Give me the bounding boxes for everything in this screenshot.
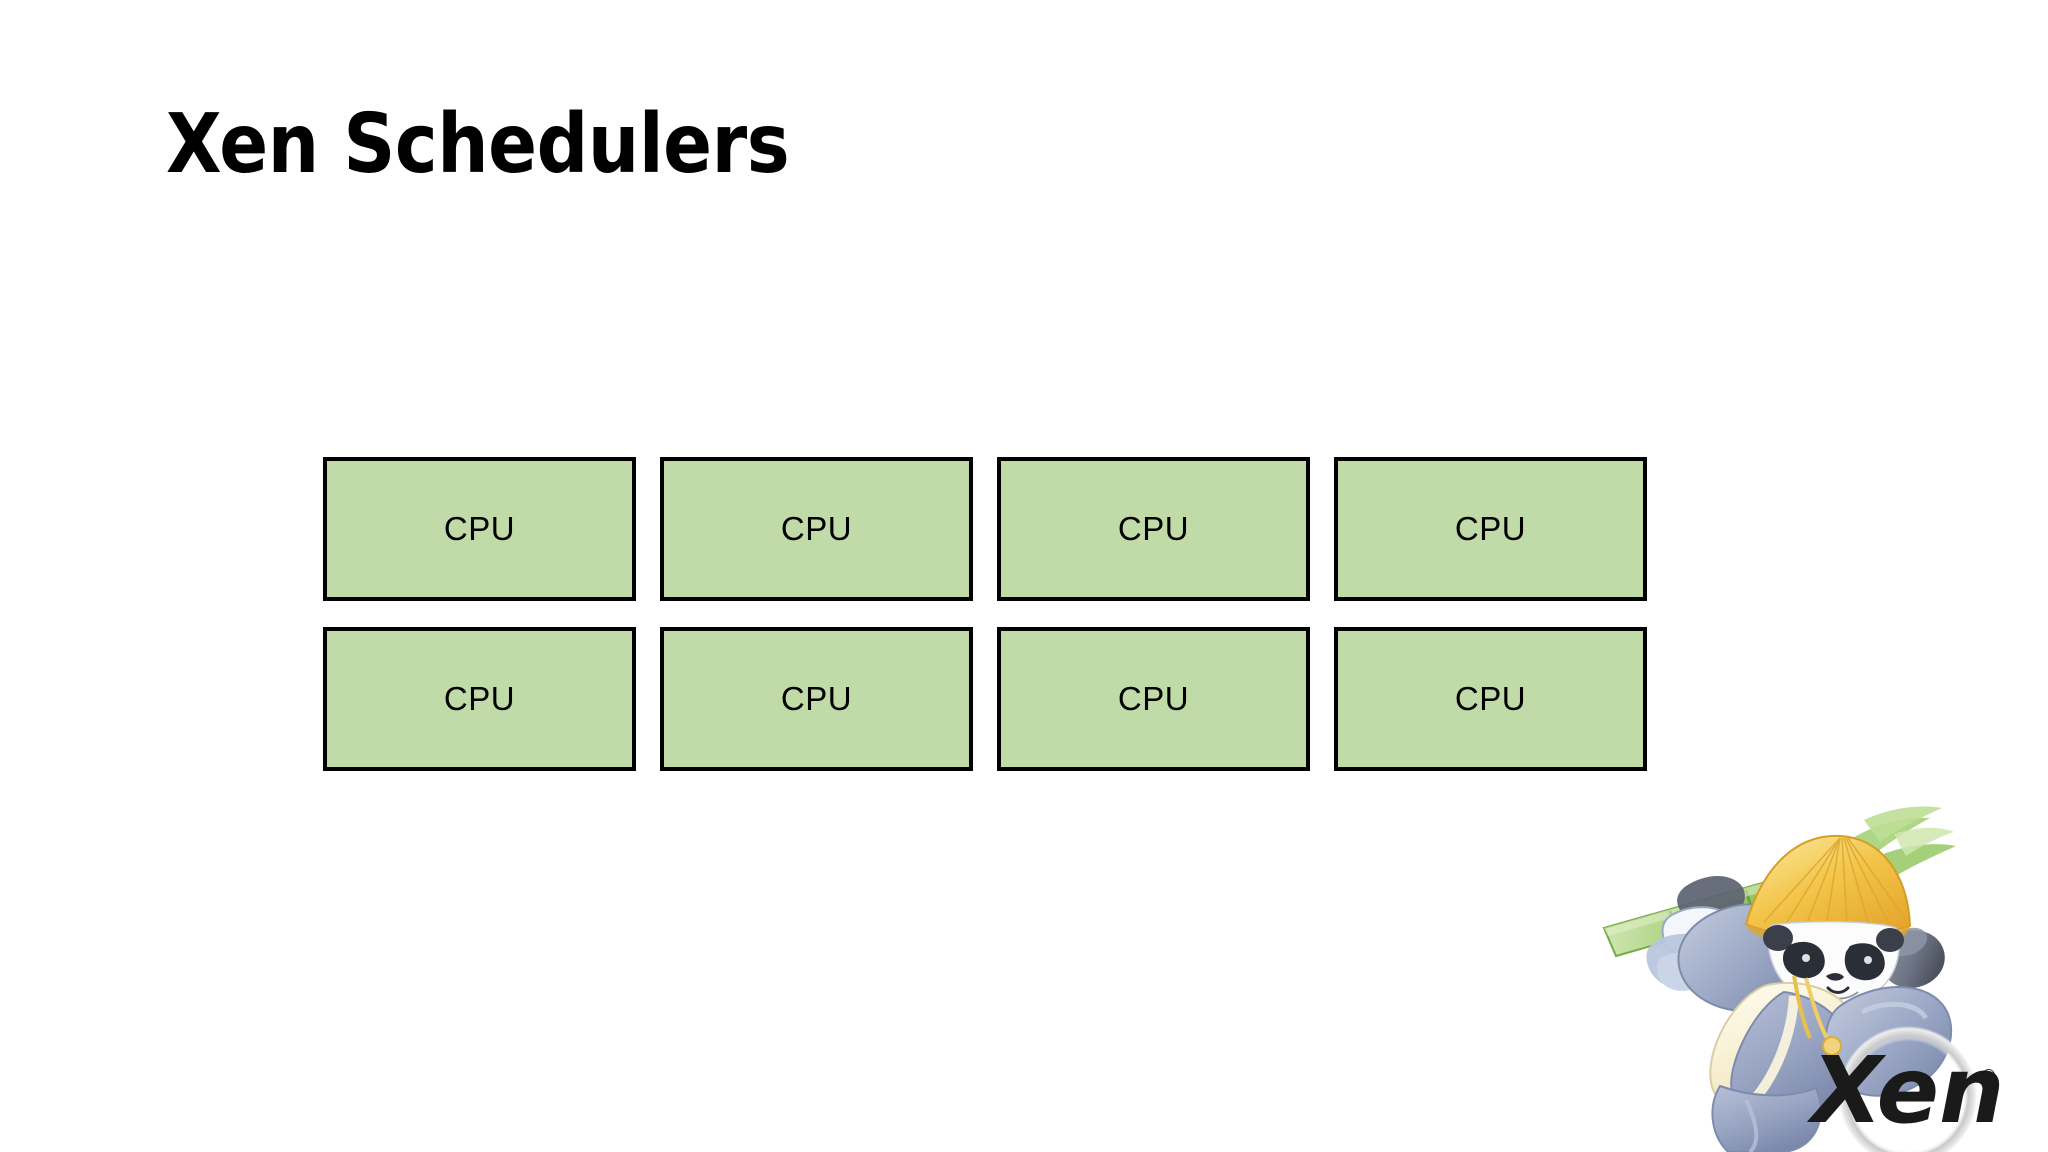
cpu-box-label: CPU	[1454, 510, 1527, 547]
cpu-box-label: CPU	[1454, 680, 1527, 717]
cpu-box: CPU	[660, 627, 973, 771]
cpu-box: CPU	[323, 457, 636, 601]
cpu-box: CPU	[660, 457, 973, 601]
xen-trademark-symbol: ®	[1982, 1066, 1995, 1086]
cpu-box-label: CPU	[443, 510, 516, 547]
cpu-box: CPU	[1334, 457, 1647, 601]
xen-wordmark-text: Xen	[1807, 1037, 2005, 1144]
cpu-grid: CPU CPU CPU CPU CPU CPU CPU CPU	[323, 457, 1647, 771]
cpu-box-label: CPU	[780, 680, 853, 717]
kimono-cord-icon	[1792, 975, 1842, 1056]
cpu-box-label: CPU	[443, 680, 516, 717]
staff-icon	[1880, 927, 1945, 988]
cpu-box: CPU	[997, 457, 1310, 601]
left-arm-icon	[1646, 906, 1739, 992]
cpu-box: CPU	[1334, 627, 1647, 771]
cpu-box: CPU	[323, 627, 636, 771]
kimono-sleeve-right	[1824, 986, 1953, 1097]
kimono-body-icon	[1709, 982, 1854, 1123]
cpu-box-label: CPU	[780, 510, 853, 547]
bamboo-pole-icon	[1602, 848, 1892, 958]
straw-hat-icon	[1744, 834, 1912, 945]
xen-wordmark: Xen ®	[1807, 1026, 2005, 1152]
cpu-box-label: CPU	[1117, 510, 1190, 547]
panda-head-icon	[1763, 921, 1904, 1005]
cpu-box: CPU	[997, 627, 1310, 771]
cpu-box-label: CPU	[1117, 680, 1190, 717]
bamboo-leaves-icon	[1846, 806, 1956, 876]
shoulder-bundle-icon	[1670, 875, 1745, 945]
kimono-skirt-icon	[1711, 1084, 1822, 1152]
xen-panda-logo-icon: Xen ®	[1578, 800, 2048, 1152]
page-title: Xen Schedulers	[166, 97, 790, 192]
kimono-sleeve-left	[1677, 903, 1814, 1013]
